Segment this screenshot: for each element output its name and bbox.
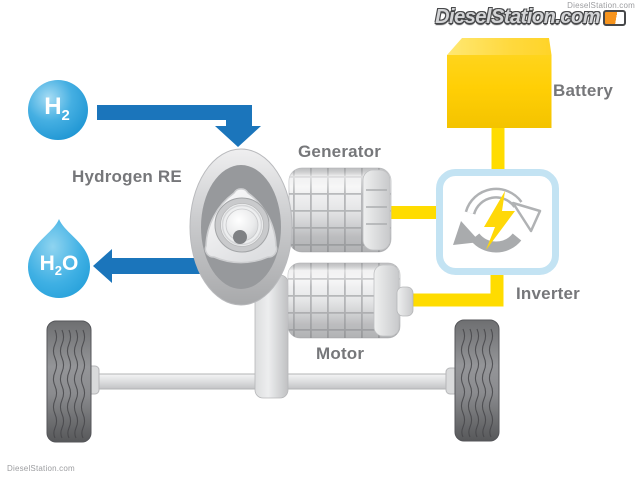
hydrogen-re-label: Hydrogen RE xyxy=(72,167,182,186)
hydrogen-rotary-engine xyxy=(189,148,293,306)
motor-unit xyxy=(287,262,414,339)
logo-wordmark: DieselStation.com xyxy=(435,6,600,28)
battery-front-face xyxy=(447,55,552,128)
battery-unit xyxy=(447,38,552,128)
h2o-flow-arrow xyxy=(93,249,222,283)
eccentric-shaft-dot xyxy=(233,230,247,244)
inverter-label: Inverter xyxy=(516,284,580,303)
h2o-droplet xyxy=(27,219,91,299)
logo-badge-icon xyxy=(603,9,626,26)
lightning-bolt-icon xyxy=(484,191,515,250)
h2o-subscript: 2 xyxy=(54,263,63,279)
generator-unit xyxy=(288,167,392,253)
h2-flow-arrow xyxy=(97,105,261,147)
h2-label: H2 xyxy=(26,93,88,124)
h2o-label: H2O xyxy=(24,252,94,278)
generator-label: Generator xyxy=(298,142,382,161)
battery-inverter-line xyxy=(491,124,505,176)
h2o-prefix: H xyxy=(39,252,55,275)
inverter-unit xyxy=(436,169,559,275)
wheel-right xyxy=(455,320,499,441)
wheel-left xyxy=(47,321,91,442)
battery-label: Battery xyxy=(553,81,613,100)
inverter-cycle-icon xyxy=(453,187,542,253)
motor-label: Motor xyxy=(316,344,365,363)
inverter-motor-line xyxy=(410,268,504,307)
h2-molecule xyxy=(28,80,88,140)
h2-subscript: 2 xyxy=(61,107,70,124)
watermark-top: DieselStation.com xyxy=(567,1,635,10)
generator-inverter-line xyxy=(387,206,439,219)
dieselstation-logo: DieselStation.com xyxy=(435,6,626,29)
h2-symbol: H xyxy=(44,93,62,120)
watermark-bottom: DieselStation.com xyxy=(7,464,75,473)
battery-top-face xyxy=(447,38,552,55)
h2o-suffix: O xyxy=(62,252,79,275)
